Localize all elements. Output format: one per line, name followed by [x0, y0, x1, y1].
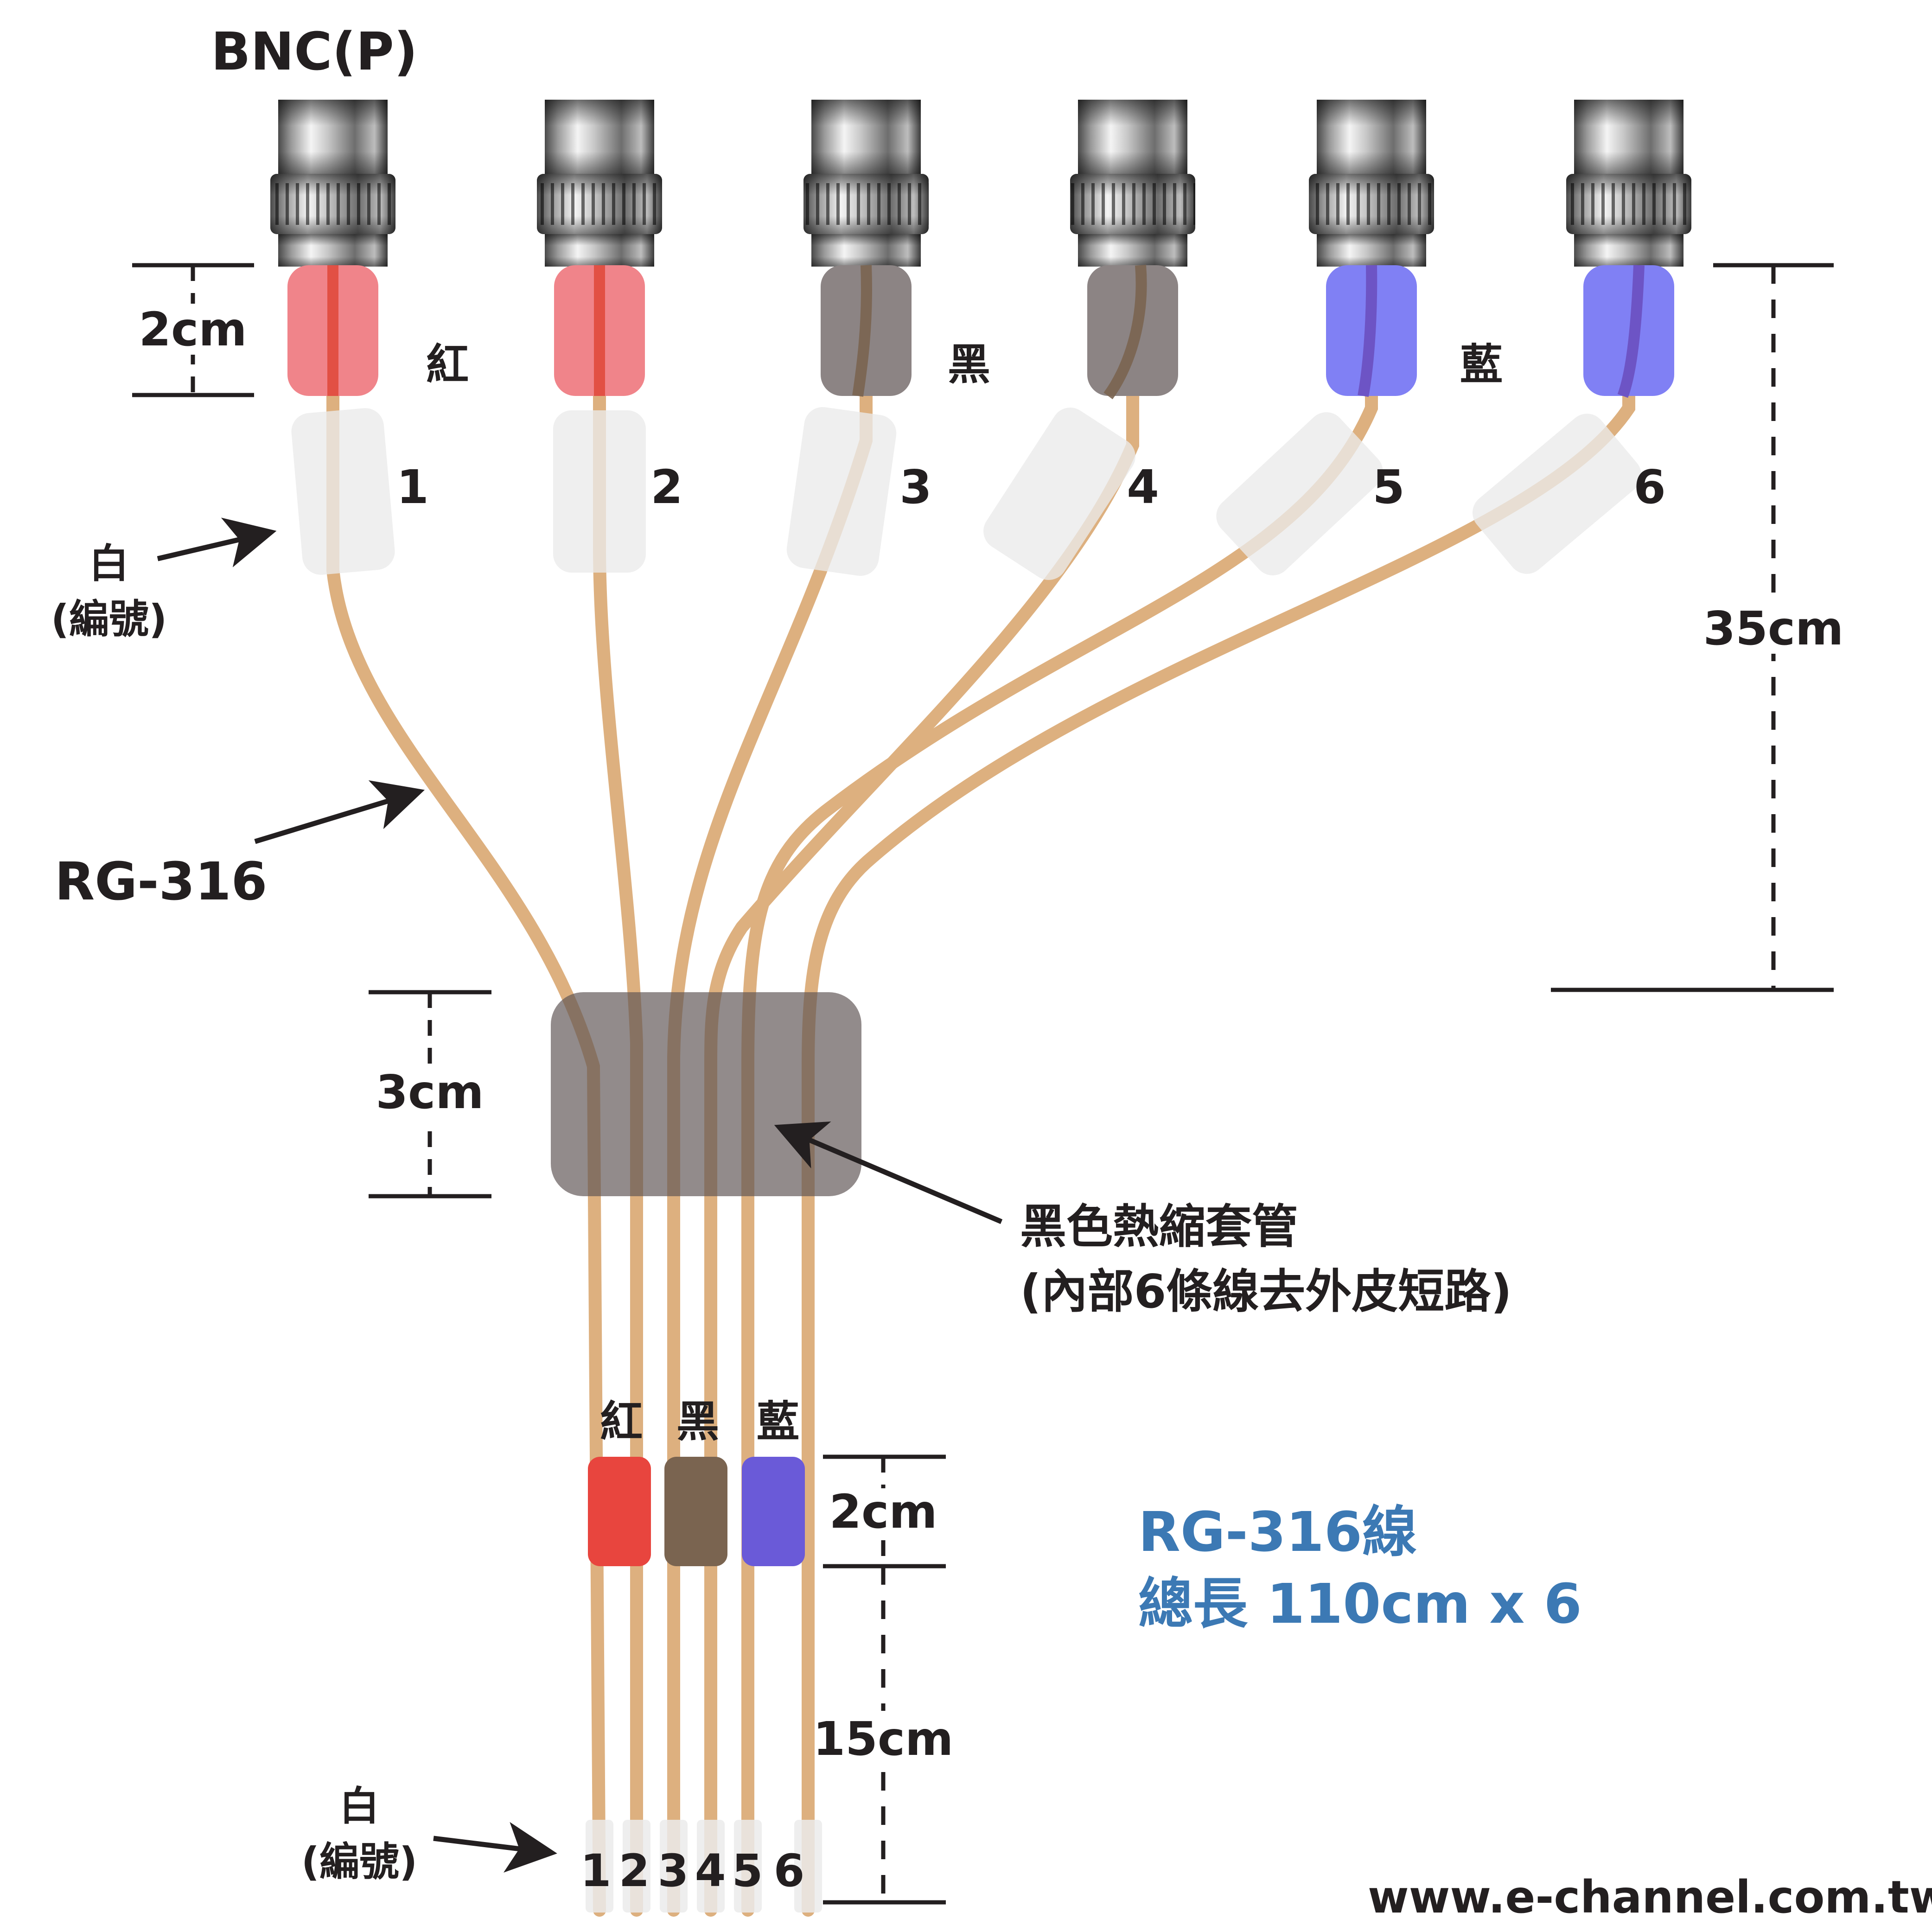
top-black-label: 黑	[948, 340, 990, 389]
bnc-connector-5	[1309, 100, 1434, 267]
bottom-wire-number-2: 2	[619, 1845, 650, 1897]
numbering-label-bottom: (編號)	[301, 1839, 418, 1885]
white-tag-arrow-top	[157, 517, 277, 567]
bnc-connector-3	[803, 100, 929, 267]
bottom-sleeve-black	[664, 1457, 727, 1566]
bottom-red-label: 紅	[600, 1397, 643, 1447]
dim-shrink-bg	[371, 1064, 489, 1120]
top-wire-number-4: 4	[1127, 460, 1159, 514]
dim-shrink	[369, 990, 491, 1199]
bottom-color-sleeves	[588, 1457, 805, 1566]
shrink-tube-arrow	[774, 1121, 1003, 1224]
white-tag-3	[786, 407, 897, 576]
cable-1	[326, 327, 606, 1917]
bottom-wire-number-4: 4	[695, 1845, 726, 1897]
bottom-wire-number-5: 5	[732, 1845, 763, 1897]
rg316-arrow	[254, 780, 425, 844]
website-url: www.e-channel.com.tw	[1368, 1871, 1932, 1923]
top-wire-number-5: 5	[1372, 460, 1405, 514]
bnc-connector-label: BNC(P)	[211, 22, 418, 82]
bottom-white-tag-2	[623, 1820, 650, 1913]
white-tag-5	[1216, 412, 1383, 575]
dim-branch	[1551, 263, 1834, 992]
dim-bottom-sleeve-bg	[825, 1488, 941, 1539]
dim-top-sleeve-bg	[139, 304, 250, 355]
bottom-wire-number-3: 3	[658, 1845, 689, 1897]
top-wire-number-3: 3	[899, 460, 932, 514]
rg316-cables	[326, 327, 1635, 1917]
white-tag-1	[291, 408, 395, 575]
top-blue-label: 藍	[1460, 340, 1503, 389]
bottom-white-tags	[586, 1820, 822, 1913]
shrink-tube-label: 黑色熱縮套管	[1020, 1199, 1298, 1254]
shrink-tube-note: (內部6條線去外皮短路)	[1020, 1264, 1512, 1319]
bottom-white-tag-3	[660, 1820, 688, 1913]
bottom-sleeve-blue	[742, 1457, 805, 1566]
white-label-top: 白	[89, 541, 129, 587]
bottom-white-tag-1	[586, 1820, 613, 1913]
top-sleeve-3	[821, 265, 912, 397]
bnc-connectors	[270, 100, 1691, 267]
top-wire-number-2: 2	[650, 460, 683, 514]
white-tag-6	[1473, 414, 1641, 574]
top-wire-number-6: 6	[1633, 460, 1666, 514]
bottom-wire-number-1: 1	[580, 1845, 612, 1897]
top-sleeve-6	[1583, 265, 1674, 398]
spec-cable-type: RG-316線	[1138, 1500, 1417, 1564]
cable-2	[593, 327, 643, 1917]
bottom-blue-label: 藍	[757, 1397, 799, 1447]
white-number-tags	[291, 407, 1641, 580]
top-color-sleeves	[287, 265, 1674, 400]
dim-bottom	[823, 1454, 946, 1905]
top-wire-number-1: 1	[396, 460, 429, 514]
top-red-label: 紅	[426, 340, 469, 389]
bottom-sleeve-red	[588, 1457, 651, 1566]
bnc-connector-6	[1566, 100, 1691, 267]
bottom-wire-number-6: 6	[774, 1845, 805, 1897]
spec-total-length: 總長 110cm x 6	[1138, 1572, 1582, 1636]
bottom-white-tag-5	[734, 1820, 762, 1913]
dim-bottom-sleeve-label: 2cm	[829, 1485, 937, 1539]
top-sleeve-4	[1087, 265, 1178, 400]
bnc-connector-1	[270, 100, 395, 267]
dim-branch-bg	[1706, 598, 1841, 654]
white-tag-4	[983, 408, 1135, 580]
rg316-label: RG-316	[55, 852, 267, 912]
dim-shrink-label: 3cm	[376, 1065, 484, 1119]
dim-branch-label: 35cm	[1703, 601, 1844, 656]
top-sleeve-2	[554, 265, 645, 396]
top-wire-numbers: 1 2 3 4 5 6	[396, 460, 1666, 514]
top-sleeve-1	[287, 265, 378, 396]
bottom-black-label: 黑	[676, 1397, 719, 1447]
numbering-label-top: (編號)	[51, 596, 167, 643]
bottom-white-tag-4	[697, 1820, 725, 1913]
top-sleeve-5	[1326, 265, 1417, 397]
bottom-white-tag-6	[794, 1820, 822, 1913]
black-heat-shrink-tube	[551, 992, 861, 1196]
bnc-connector-4	[1070, 100, 1195, 267]
white-label-bottom: 白	[339, 1783, 379, 1830]
bnc-connector-2	[537, 100, 662, 267]
dim-tail-label: 15cm	[813, 1712, 954, 1766]
white-tag-2	[553, 410, 646, 573]
dim-tail-bg	[816, 1711, 950, 1766]
white-tag-arrow-bottom	[433, 1822, 557, 1873]
dim-top-sleeve-label: 2cm	[139, 302, 247, 357]
